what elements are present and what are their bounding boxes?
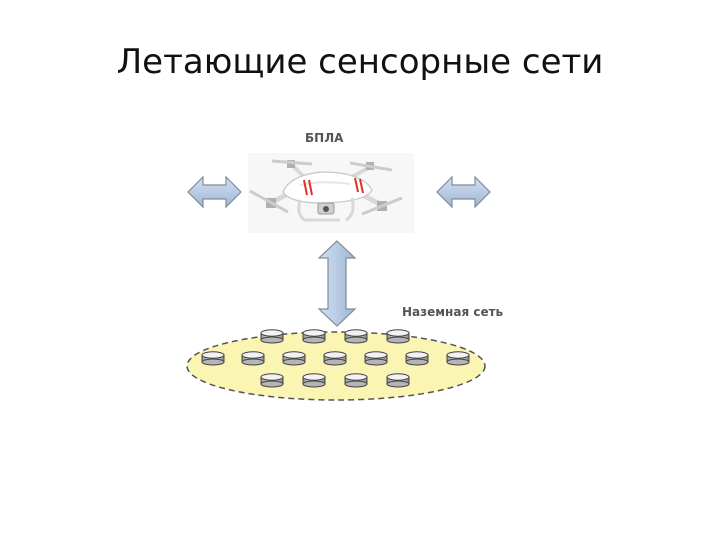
sensor-node-icon [302,373,326,388]
sensor-node-icon [386,373,410,388]
left-double-arrow [187,175,242,209]
sensor-node-icon [386,329,410,344]
sensor-node-icon [344,373,368,388]
sensor-node-icon [302,329,326,344]
sensor-node-icon [241,351,265,366]
sensor-node-icon [260,329,284,344]
sensor-node-icon [405,351,429,366]
sensor-node-icon [446,351,470,366]
slide-title: Летающие сенсорные сети [116,42,604,82]
sensor-node-icon [260,373,284,388]
ground-network-area [186,331,486,401]
sensor-node-icon [282,351,306,366]
sensor-node-icon [344,329,368,344]
drone-icon [248,153,414,233]
vertical-double-arrow [317,240,357,327]
sensor-node-icon [364,351,388,366]
sensor-node-icon [323,351,347,366]
ground-network-label: Наземная сеть [402,305,504,319]
right-double-arrow [436,175,491,209]
sensor-node-icon [201,351,225,366]
uav-label: БПЛА [305,131,344,145]
